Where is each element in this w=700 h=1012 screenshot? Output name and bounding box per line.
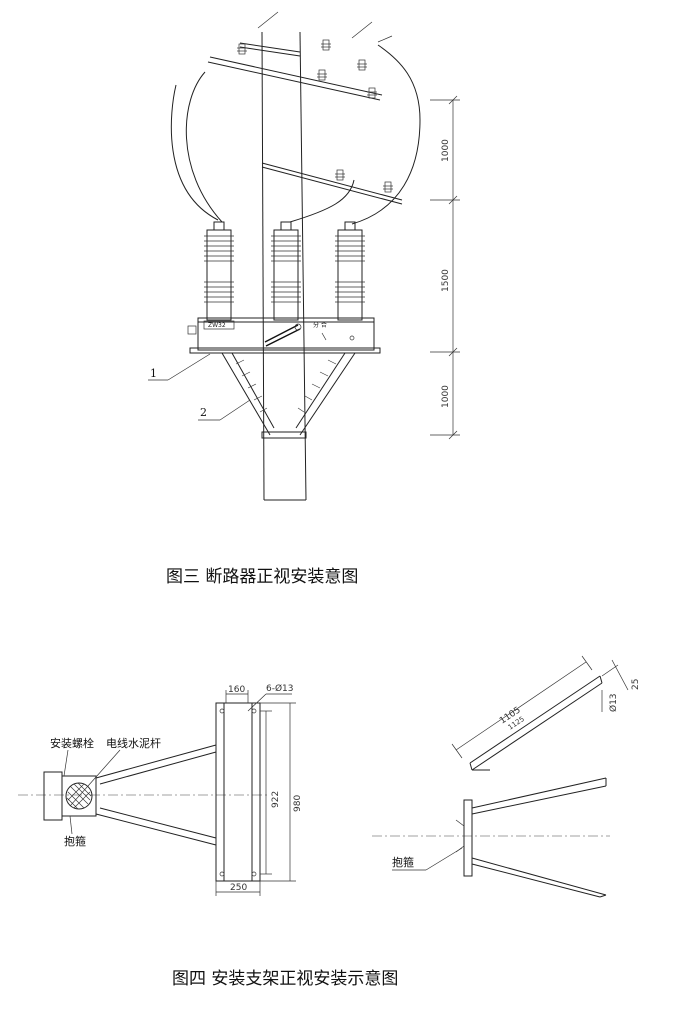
channel-plate bbox=[215, 702, 261, 882]
dim-922: 922 bbox=[271, 791, 281, 808]
angle-steel-dimensions: 1105 1125 Ø13 25 bbox=[451, 655, 641, 759]
dim-25: 25 bbox=[631, 679, 641, 690]
breaker-tank: ZW32 分 合 bbox=[187, 317, 375, 351]
figure3-caption: 图三 断路器正视安装意图 bbox=[166, 567, 358, 587]
dim-160: 160 bbox=[228, 685, 245, 695]
figure4-caption: 图四 安装支架正视安装示意图 bbox=[172, 969, 398, 989]
breaker-bushing-left bbox=[204, 221, 234, 321]
left-view-dimensions: 160 6-Ø13 922 980 250 bbox=[215, 683, 303, 896]
right-view-labels: 抱箍 bbox=[392, 847, 463, 871]
lower-crossarm bbox=[261, 162, 403, 205]
dim-250: 250 bbox=[230, 883, 247, 893]
mounting-plate bbox=[189, 347, 381, 354]
left-view-labels: 安装螺栓 电线水泥杆 抱箍 bbox=[50, 736, 161, 848]
pole-label: 电线水泥杆 bbox=[106, 736, 161, 750]
line-insulators bbox=[237, 39, 393, 193]
dim-top-1000: 1000 bbox=[441, 139, 451, 162]
hoop-label-right: 抱箍 bbox=[392, 855, 414, 869]
top-crossarm bbox=[239, 42, 301, 57]
bracket-elevation bbox=[455, 777, 607, 898]
figure4-right-view: 1105 1125 Ø13 25 抱箍 bbox=[372, 655, 641, 898]
bracket-arms-plan bbox=[95, 744, 217, 846]
conductor-leads bbox=[170, 11, 421, 225]
leader-1: 1 bbox=[148, 353, 211, 381]
breaker-bushing-right bbox=[335, 221, 365, 321]
upper-crossarm bbox=[207, 56, 383, 101]
switch-indicator-label: 分 合 bbox=[313, 321, 327, 329]
concrete-pole bbox=[261, 31, 307, 501]
leader-1-label: 1 bbox=[150, 367, 157, 380]
leader-2: 2 bbox=[198, 399, 251, 421]
dim-middle-1500: 1500 bbox=[441, 269, 451, 292]
pole-hoop-section bbox=[43, 771, 97, 821]
dim-bottom-1000: 1000 bbox=[441, 385, 451, 408]
support-bracket bbox=[221, 352, 356, 439]
operating-handle bbox=[264, 323, 302, 347]
vertical-dimension-chain: 1000 1500 1000 bbox=[430, 95, 460, 440]
dim-13: Ø13 bbox=[608, 693, 619, 712]
breaker-bushing-middle bbox=[271, 221, 301, 321]
dim-holes: 6-Ø13 bbox=[266, 683, 294, 694]
figure3-drawing: ZW32 分 合 bbox=[148, 11, 460, 501]
angle-steel-detail bbox=[469, 664, 619, 771]
figure4-left-view: 160 6-Ø13 922 980 250 安装螺栓 电线水泥杆 抱箍 bbox=[18, 683, 303, 896]
bolt-label: 安装螺栓 bbox=[50, 736, 94, 750]
leader-2-label: 2 bbox=[200, 406, 207, 419]
breaker-nameplate: ZW32 bbox=[208, 322, 226, 329]
dim-980: 980 bbox=[293, 795, 303, 812]
hoop-label-left: 抱箍 bbox=[64, 834, 86, 848]
